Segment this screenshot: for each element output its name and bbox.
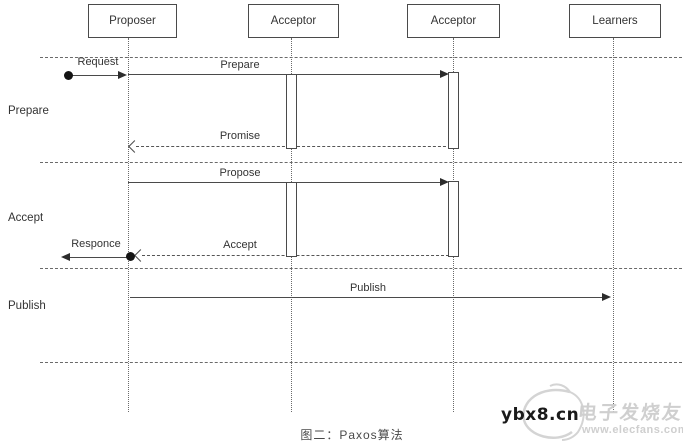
message-label-accept: Accept	[223, 239, 257, 251]
activation-bar-acceptor-1-prepare	[286, 74, 297, 149]
phase-separator-2	[40, 162, 682, 163]
participant-label: Acceptor	[430, 15, 477, 27]
participant-box-learners: Learners	[569, 4, 661, 38]
watermark-site-text: ybx8.cn	[501, 405, 580, 425]
arrowhead-icon	[61, 253, 70, 261]
message-label-promise: Promise	[219, 130, 261, 142]
activation-bar-acceptor-2-prepare	[448, 72, 459, 149]
participant-label: Acceptor	[270, 15, 317, 27]
message-label-request: Request	[77, 56, 119, 68]
participant-label: Learners	[592, 15, 638, 27]
phase-label-publish: Publish	[8, 300, 46, 312]
message-line-responce	[69, 257, 128, 258]
arrowhead-icon	[440, 178, 449, 186]
participant-label: Proposer	[109, 15, 156, 27]
phase-separator-3	[40, 268, 682, 269]
activation-bar-acceptor-2-accept	[448, 181, 459, 257]
arrowhead-icon	[602, 293, 611, 301]
message-line-publish	[130, 297, 605, 298]
message-line-propose	[128, 182, 442, 183]
message-label-prepare: Prepare	[220, 59, 260, 71]
end-dot	[126, 252, 135, 261]
participant-box-proposer: Proposer	[88, 4, 177, 38]
message-label-propose: Propose	[219, 167, 261, 179]
message-label-responce: Responce	[71, 238, 121, 250]
open-arrowhead-icon	[134, 249, 147, 262]
arrowhead-icon	[440, 70, 449, 78]
message-line-request	[68, 75, 120, 76]
participant-box-acceptor-1: Acceptor	[248, 4, 339, 38]
phase-separator-1	[40, 57, 682, 58]
watermark-url-text: www.elecfans.com	[582, 424, 683, 436]
phase-label-accept: Accept	[8, 212, 44, 224]
phase-label-prepare: Prepare	[8, 105, 49, 117]
lifeline-proposer	[128, 38, 129, 412]
message-label-publish: Publish	[349, 282, 387, 294]
watermark-swoosh-icon	[522, 383, 585, 441]
participant-box-acceptor-2: Acceptor	[407, 4, 500, 38]
watermark-brand-text: 电子发烧友	[576, 403, 683, 424]
open-arrowhead-icon	[128, 140, 141, 153]
activation-bar-acceptor-1-accept	[286, 182, 297, 257]
arrowhead-icon	[118, 71, 127, 79]
figure-caption: 图二：Paxos算法	[300, 428, 404, 442]
phase-separator-4	[40, 362, 682, 363]
start-dot	[64, 71, 73, 80]
message-line-prepare	[128, 74, 442, 75]
lifeline-learners	[613, 38, 614, 412]
